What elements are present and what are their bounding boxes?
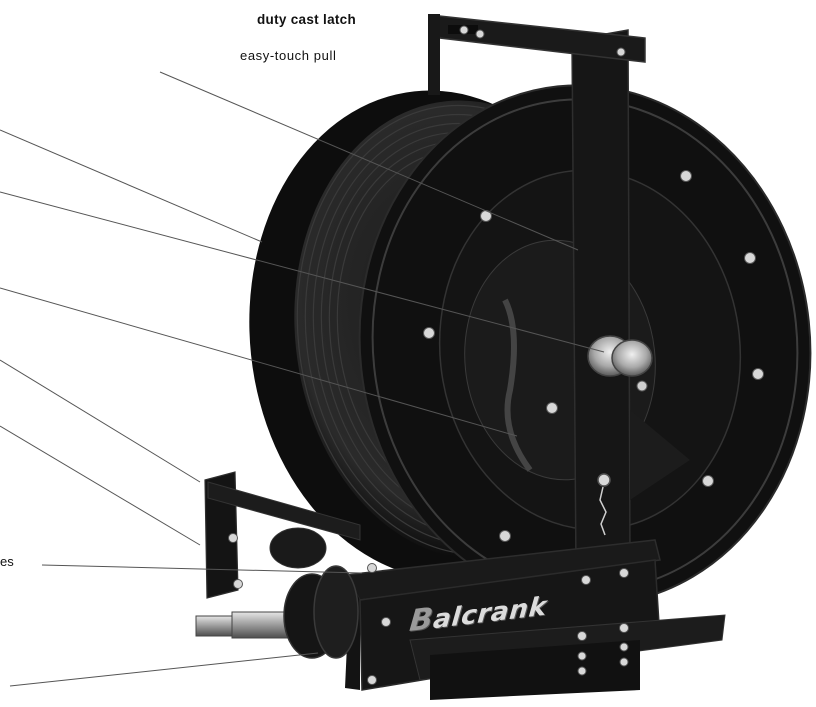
swivel-inlet — [195, 527, 359, 659]
spring-highlight — [502, 298, 533, 472]
axle-hub — [587, 335, 653, 392]
base-frame — [343, 539, 726, 700]
side-mount-bracket — [204, 471, 361, 599]
caption-latch: duty cast latch — [257, 12, 357, 27]
support-arm-wedge — [630, 410, 690, 500]
support-arm — [571, 29, 631, 571]
top-handle-bracket — [428, 14, 646, 95]
latch-pull — [597, 473, 611, 536]
leader-lines — [0, 71, 605, 687]
caption-pull: easy-touch pull — [240, 48, 337, 63]
caption-left-fragment: es — [0, 554, 14, 569]
